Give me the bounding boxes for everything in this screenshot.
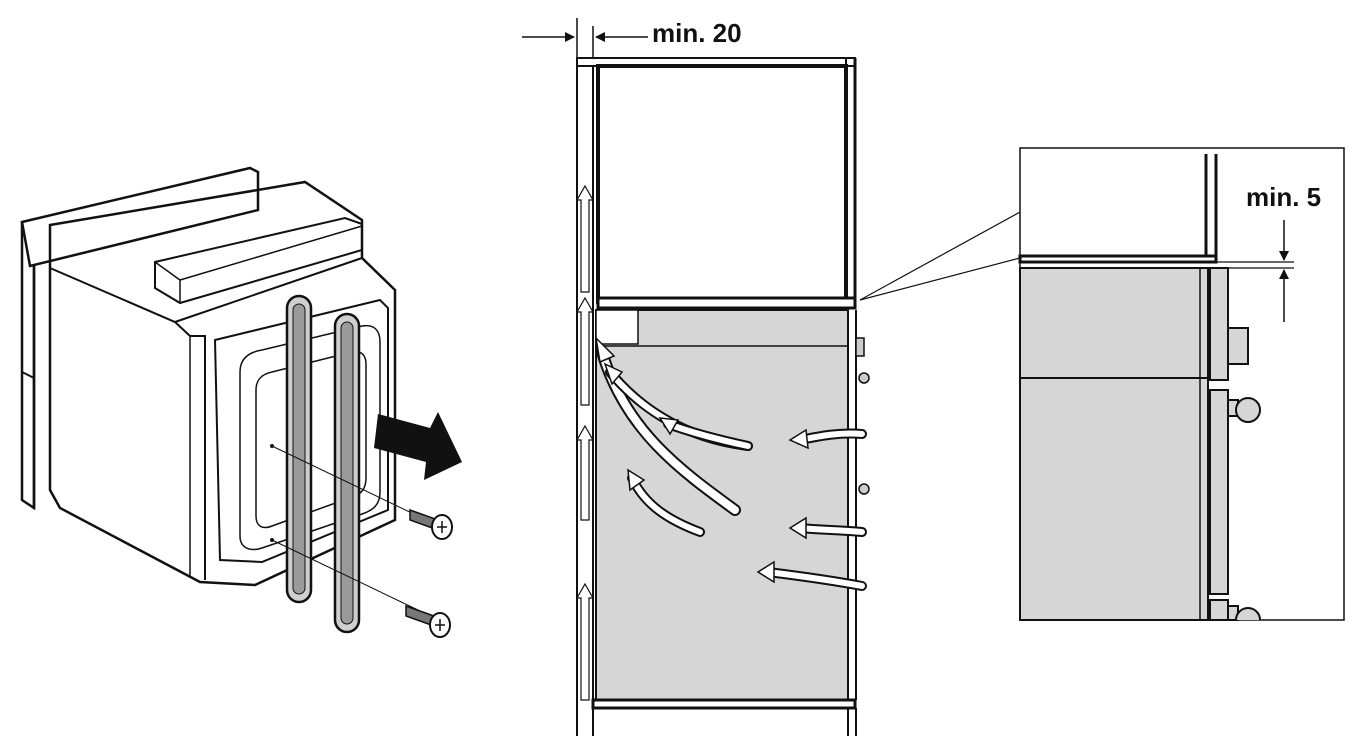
cabinet-base xyxy=(591,698,857,736)
detail-gap-label: min. 5 xyxy=(1246,182,1321,212)
detail-connector-lines xyxy=(859,211,1021,301)
detail-gap-dimension: min. 5 xyxy=(1216,182,1321,322)
side-rail-left xyxy=(285,294,313,604)
oven-rails-panel xyxy=(20,166,462,638)
oven-body xyxy=(48,180,397,587)
removal-arrow xyxy=(374,412,462,480)
side-rail-right xyxy=(333,312,361,634)
cabinet-section-panel: min. 20 xyxy=(522,18,1021,736)
screw-guide-lines xyxy=(270,444,419,611)
detail-appliance xyxy=(1019,267,1209,621)
rear-airflow-arrows xyxy=(575,184,595,701)
upper-compartment xyxy=(576,57,857,310)
top-gap-dimension: min. 20 xyxy=(522,18,742,58)
detail-gap-panel: min. 5 xyxy=(1018,147,1345,621)
top-gap-label: min. 20 xyxy=(652,18,742,48)
screw-lower xyxy=(405,604,451,638)
screw-upper xyxy=(409,508,453,540)
cabinet-back-wall xyxy=(576,58,594,736)
airflow-arrowheads xyxy=(594,335,809,584)
